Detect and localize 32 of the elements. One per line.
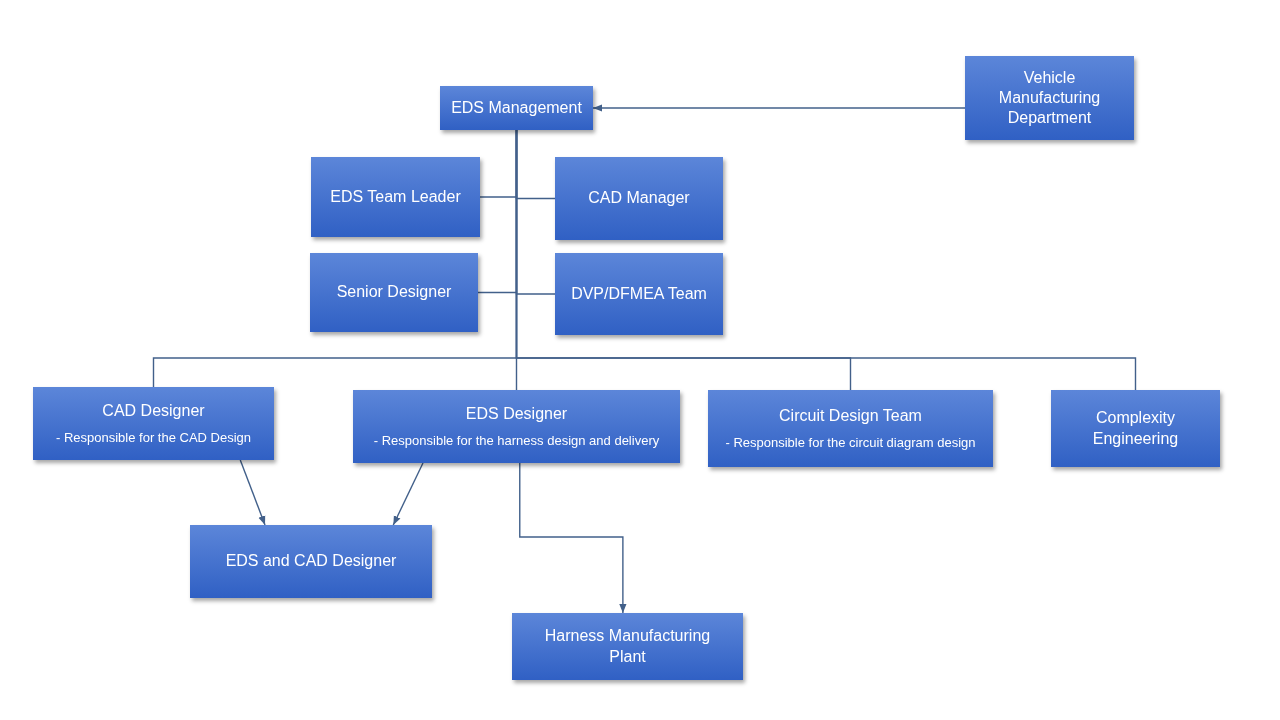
org-box xyxy=(512,613,743,680)
connector-line xyxy=(515,129,1137,391)
box-title: Complexity Engineering xyxy=(1091,408,1180,449)
box-title: Vehicle Manufacturing Department xyxy=(997,67,1102,129)
org-box xyxy=(353,390,680,463)
box-title: EDS Designer xyxy=(465,403,568,424)
org-box xyxy=(310,253,478,332)
org-box xyxy=(440,86,593,130)
box-title: DVP/DFMEA Team xyxy=(571,283,707,304)
org-box xyxy=(965,56,1134,140)
box-title: Harness Manufacturing Plant xyxy=(543,626,712,667)
box-title: EDS Management xyxy=(451,97,582,118)
arrow xyxy=(239,459,266,526)
box-title: EDS Team Leader xyxy=(330,186,461,207)
box-title: Circuit Design Team xyxy=(779,405,922,426)
org-box xyxy=(311,157,480,237)
box-description: - Responsible for the CAD Design xyxy=(55,430,252,447)
org-box xyxy=(33,387,274,460)
box-title: CAD Manager xyxy=(588,188,690,209)
org-box xyxy=(190,525,432,598)
arrow xyxy=(592,104,966,112)
org-box xyxy=(555,253,723,335)
box-description: - Responsible for the harness design and delivery xyxy=(373,433,660,450)
org-box xyxy=(708,390,993,467)
arrow xyxy=(519,462,627,614)
org-box xyxy=(555,157,723,240)
box-description: - Responsible for the circuit diagram design xyxy=(725,435,976,452)
arrow xyxy=(392,462,424,526)
box-title: CAD Designer xyxy=(102,400,205,421)
box-title: Senior Designer xyxy=(336,282,452,303)
org-box xyxy=(1051,390,1220,467)
box-title: EDS and CAD Designer xyxy=(225,551,397,572)
